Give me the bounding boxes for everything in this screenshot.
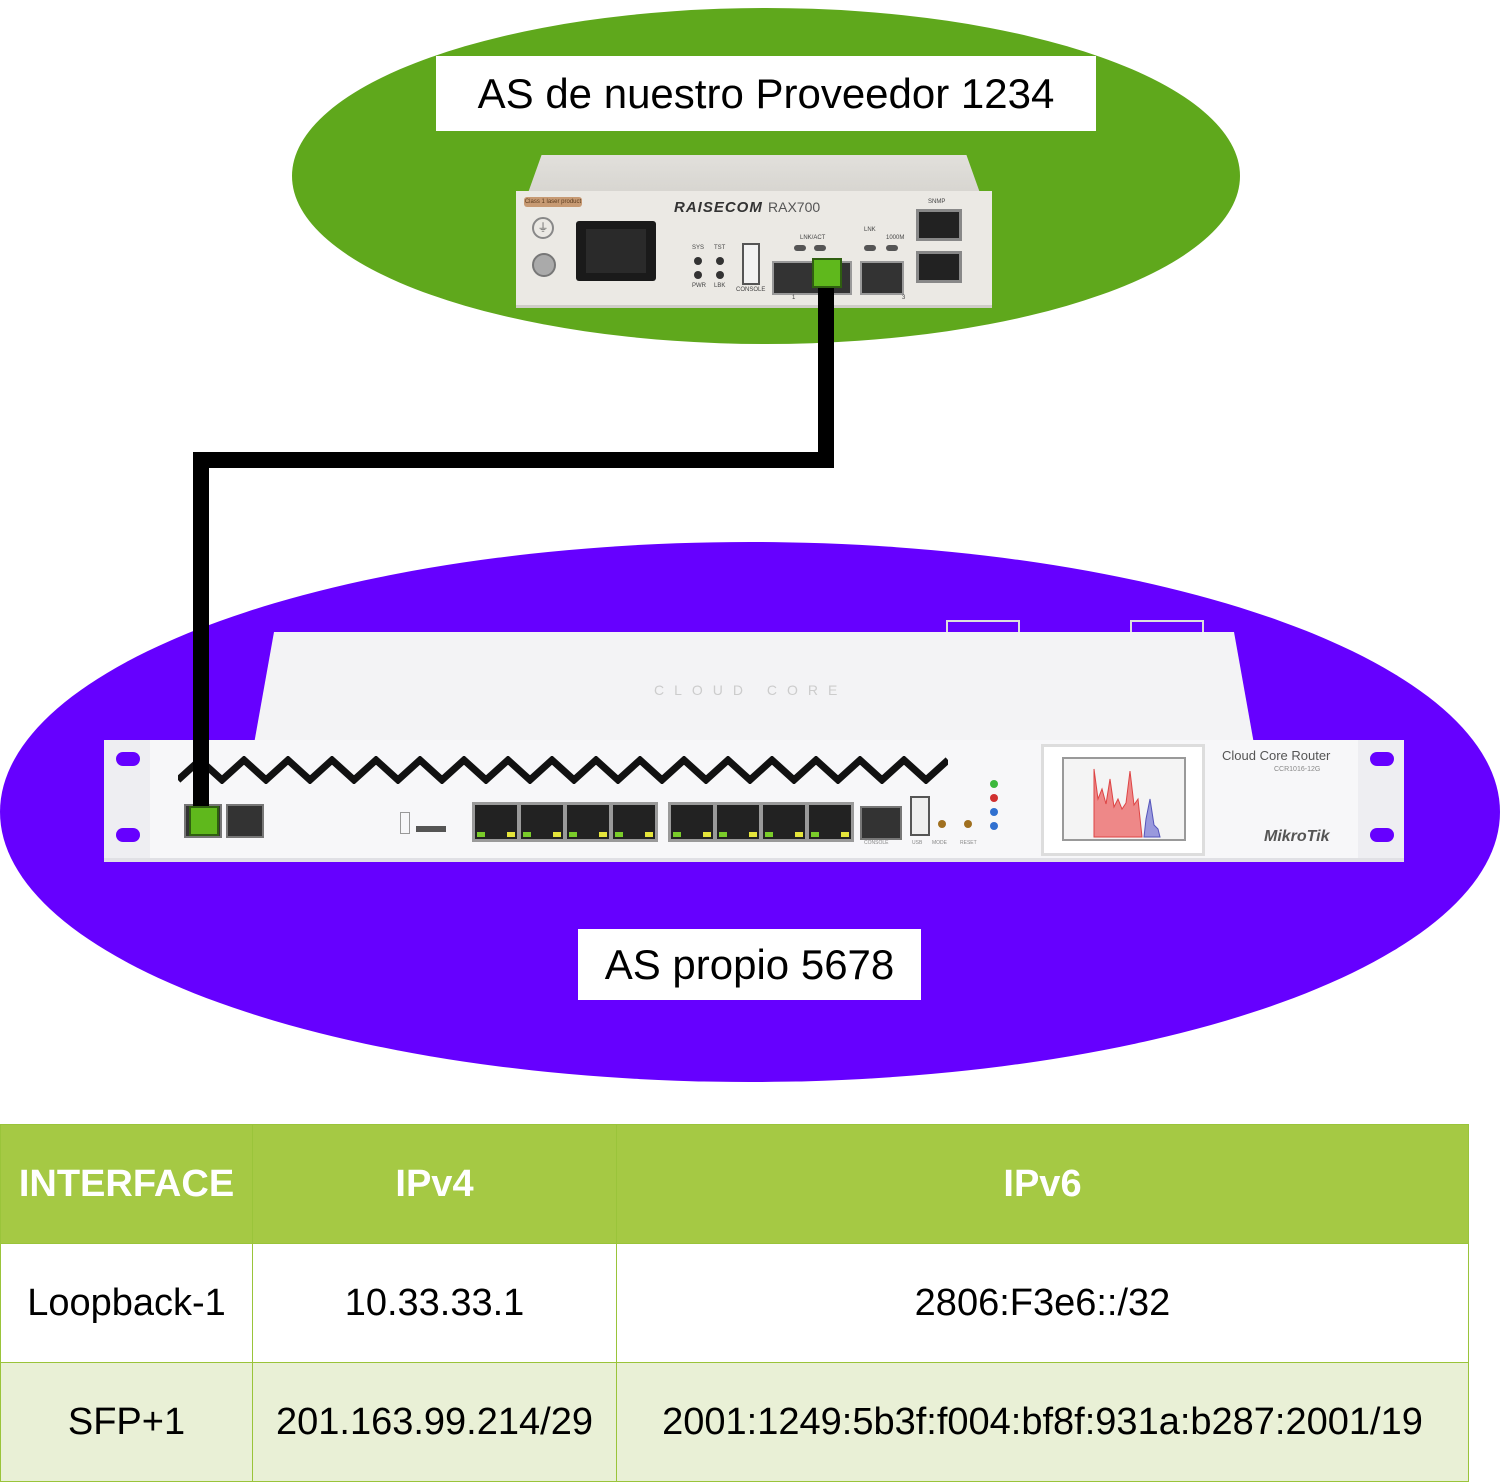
mount-clip: [946, 620, 1020, 642]
status-led-red: [990, 794, 998, 802]
status-led-blue: [990, 822, 998, 830]
rack-ear-right: [1358, 740, 1404, 858]
usb-port: [910, 796, 930, 836]
usb-label: USB: [912, 840, 923, 846]
pwr-label: PWR: [692, 283, 706, 289]
raisecom-device: Class 1 laser product RAISECOM RAX700 ⏚ …: [516, 155, 992, 308]
interface-cell: Loopback-1: [0, 1243, 253, 1363]
screw-icon: [532, 253, 556, 277]
lbk-led: [716, 271, 724, 279]
ipv4-cell: 10.33.33.1: [252, 1243, 617, 1363]
power-socket: [576, 221, 656, 281]
lnk-label: LNK: [864, 227, 876, 233]
port1-label: 1: [792, 295, 796, 301]
interface-cell: SFP+1: [0, 1362, 253, 1482]
status-led-green: [990, 780, 998, 788]
cable-segment: [193, 452, 834, 468]
console-label: CONSOLE: [864, 840, 889, 846]
reset-button: [964, 820, 972, 828]
rj45-port-1: [916, 209, 962, 241]
router-front: CONSOLE USB MODE RESET Cloud Core Router…: [104, 740, 1404, 862]
table-row: SFP+1 201.163.99.214/29 2001:1249:5b3f:f…: [0, 1362, 1469, 1482]
table-header-row: INTERFACE IPv4 IPv6: [0, 1124, 1469, 1244]
router-model-sub: CCR1016-12G: [1274, 766, 1321, 773]
tst-label: TST: [714, 245, 726, 251]
console-port: [742, 243, 760, 285]
snmp-label: SNMP: [928, 199, 946, 205]
ethernet-port: [806, 802, 854, 842]
sfp1-led: [794, 245, 806, 251]
speed-led: [886, 245, 898, 251]
microsd-slot: [400, 812, 410, 834]
console-port: [860, 806, 902, 840]
ground-icon: ⏚: [532, 217, 554, 239]
reset-label: RESET: [960, 840, 977, 846]
device-model: RAX700: [768, 199, 821, 215]
mode-label: MODE: [932, 840, 947, 846]
own-as-label: AS propio 5678: [578, 929, 921, 1000]
table-row: Loopback-1 10.33.33.1 2806:F3e6::/32: [0, 1243, 1469, 1363]
device-top: [528, 155, 980, 193]
speed-label: 1000M: [886, 235, 905, 241]
ethernet-port: [518, 802, 566, 842]
ethernet-port: [714, 802, 762, 842]
sfp-connector-provider: [812, 258, 842, 288]
traffic-graph: [1093, 768, 1161, 838]
router-top: CLOUD CORE: [254, 632, 1254, 744]
device-brand: RAISECOM: [674, 199, 763, 216]
ethernet-port: [472, 802, 520, 842]
pwr-led: [694, 271, 702, 279]
cable-segment: [193, 452, 209, 812]
console-label: CONSOLE: [736, 287, 766, 293]
ethernet-port: [610, 802, 658, 842]
rack-ear-left: [104, 740, 150, 858]
rj45-port-2: [916, 251, 962, 283]
ethernet-port: [564, 802, 612, 842]
ethernet-port: [668, 802, 716, 842]
interface-table: INTERFACE IPv4 IPv6 Loopback-1 10.33.33.…: [0, 1124, 1469, 1482]
device-front: Class 1 laser product RAISECOM RAX700 ⏚ …: [516, 191, 992, 308]
sfp-port-2: [860, 261, 904, 295]
tst-led: [716, 257, 724, 265]
column-header-interface: INTERFACE: [0, 1124, 253, 1244]
ipv6-cell: 2001:1249:5b3f:f004:bf8f:931a:b287:2001/…: [616, 1362, 1469, 1482]
lnk-act-label: LNK/ACT: [800, 235, 826, 241]
router-model-name: Cloud Core Router: [1222, 748, 1331, 763]
top-logo: CLOUD CORE: [654, 682, 848, 698]
mode-button: [938, 820, 946, 828]
ethernet-port: [760, 802, 808, 842]
lbk-label: LBK: [714, 283, 726, 289]
ipv6-cell: 2806:F3e6::/32: [616, 1243, 1469, 1363]
laser-tag: Class 1 laser product: [524, 197, 582, 207]
lnk-led: [864, 245, 876, 251]
provider-as-label: AS de nuestro Proveedor 1234: [436, 56, 1096, 131]
sfp-plus-2-port: [226, 804, 264, 838]
sys-led: [694, 257, 702, 265]
sfp2-led: [814, 245, 826, 251]
router-brand: MikroTik: [1264, 828, 1330, 845]
cable-segment: [818, 284, 834, 468]
sys-label: SYS: [692, 245, 705, 251]
mikrotik-router: CLOUD CORE CONSOLE USB MODE RESET: [104, 620, 1404, 862]
lcd-screen: [1041, 744, 1205, 856]
port3-label: 3: [902, 295, 906, 301]
mount-clip: [1130, 620, 1204, 642]
zigzag-pattern: [178, 756, 948, 784]
microsd-slot: [416, 826, 446, 832]
sfp-connector-own: [189, 806, 219, 836]
ipv4-cell: 201.163.99.214/29: [252, 1362, 617, 1482]
column-header-ipv6: IPv6: [616, 1124, 1469, 1244]
status-led-blue: [990, 808, 998, 816]
column-header-ipv4: IPv4: [252, 1124, 617, 1244]
